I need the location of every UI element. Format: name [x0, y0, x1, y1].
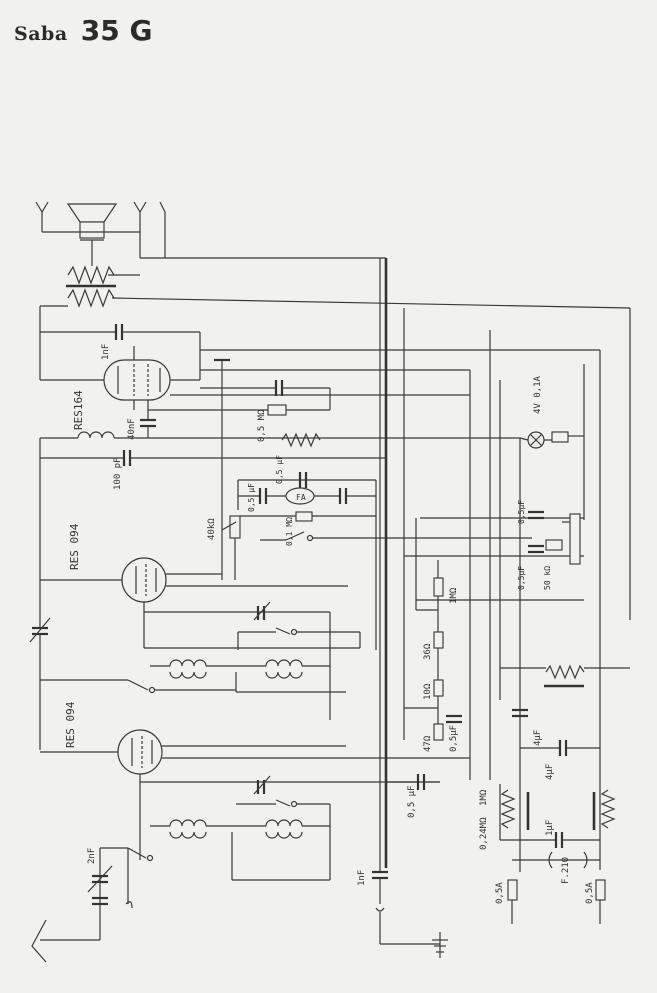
label-40nf: 40nF: [127, 418, 137, 440]
label-05mohm: 0,5 MΩ: [257, 409, 267, 442]
label-100pf: 100 pF: [113, 457, 123, 490]
capacitor-05uf-bus: [386, 774, 440, 790]
capacitor-4uf-a: [512, 708, 528, 718]
label-1mohm-a: 1MΩ: [449, 587, 459, 604]
label-01mohm: 0,1 MΩ: [285, 517, 294, 546]
mains-section: [499, 784, 616, 924]
band-switch-1: [40, 679, 236, 694]
label-024mohm: 0,24MΩ: [479, 817, 489, 850]
label-05uf-f: 0,5 µF: [407, 785, 417, 818]
speaker-terminals: [35, 201, 166, 258]
label-05uf-b: 0,5 µF: [247, 483, 256, 512]
label-4uf-b: 4µF: [545, 764, 555, 780]
label-lamp: 4V 0,1A: [533, 375, 543, 414]
schematic-title: Saba 35 G: [14, 14, 152, 47]
label-36ohm: 36Ω: [423, 643, 433, 660]
tuning-section-2: [150, 775, 331, 881]
tube-label-res094-2: RES 094: [64, 701, 77, 748]
tuning-section-1: [144, 601, 361, 720]
capacitor-stack-right: [528, 510, 581, 565]
label-05uf-a: 0,5 µF: [275, 455, 284, 484]
output-tube-wiring: [148, 349, 600, 580]
resistor-05mohm: [267, 404, 330, 448]
volume-potentiometer: [221, 515, 241, 580]
label-1uf: 1µF: [545, 820, 555, 836]
resistor-01mohm: [260, 531, 532, 542]
brand-name: Saba: [14, 23, 68, 45]
tube-label-res164: RES164: [72, 390, 85, 430]
label-fa: FA: [296, 493, 306, 502]
capacitor-40nf: [140, 410, 156, 438]
output-tube: [40, 346, 200, 410]
capacitor-1nf-top: [40, 324, 201, 380]
label-50kohm: 50 kΩ: [543, 566, 552, 590]
capacitor-100pf: [40, 450, 386, 466]
label-1mohm-b: 1MΩ: [479, 789, 489, 806]
label-2nf: 2nF: [87, 848, 97, 864]
supply-wiring: [404, 308, 631, 872]
label-05uf-e: 0,5µF: [449, 725, 459, 752]
label-4uf-a: 4µF: [533, 730, 543, 746]
pilot-lamp: [519, 431, 584, 449]
label-1nf-top: 1nF: [101, 344, 111, 360]
rf-tube-2: [40, 729, 470, 860]
resistor-ladder: [404, 518, 462, 741]
rf-tube-1: [40, 557, 348, 648]
tube-label-res094-1: RES 094: [68, 523, 81, 570]
band-switch-2: [100, 847, 154, 862]
detector-network: [237, 472, 377, 650]
resistor-large-right: [500, 664, 630, 688]
loudspeaker: [66, 203, 118, 241]
label-10ohm: 10Ω: [423, 683, 433, 700]
output-transformer: [39, 257, 631, 380]
label-05uf-d: 0,5µF: [517, 566, 526, 590]
label-fuse-a: 0,5A: [495, 882, 505, 904]
label-1nf-bottom: 1nF: [357, 870, 367, 886]
choke-res164: [39, 431, 520, 520]
label-fuse-b: 0,5A: [585, 882, 595, 904]
label-47ohm: 47Ω: [423, 735, 433, 752]
ground-symbol: [432, 932, 448, 958]
model-number: 35 G: [80, 14, 153, 47]
label-40kohm: 40kΩ: [207, 518, 217, 540]
capacitor-4uf-b: [520, 740, 600, 756]
label-fuse-frame: F.210: [561, 857, 571, 884]
label-05uf-c: 0,5µF: [517, 500, 526, 524]
capacitor-1nf-bottom: [372, 868, 440, 945]
antenna-input: [31, 848, 133, 963]
variable-capacitor-left: [29, 520, 51, 750]
